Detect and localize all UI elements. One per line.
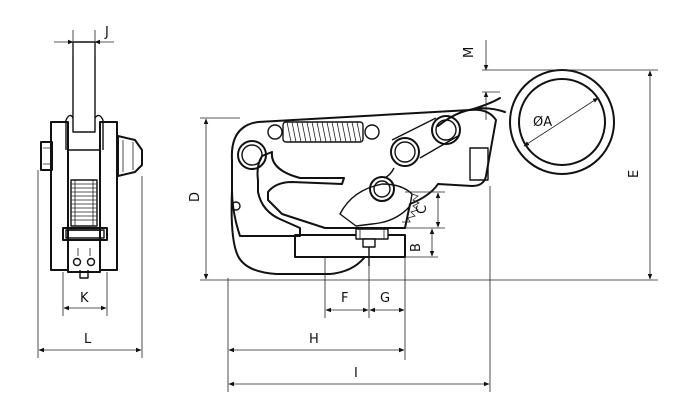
side-view bbox=[40, 41, 143, 279]
hatched-pin-left bbox=[237, 140, 267, 170]
tension-spring bbox=[267, 121, 380, 143]
hatched-pin-cam bbox=[390, 137, 420, 167]
dim-label-a: ØA bbox=[533, 115, 552, 130]
body-hole bbox=[231, 201, 241, 211]
side-right-hex-nut bbox=[117, 135, 143, 177]
side-cam-teeth bbox=[70, 179, 98, 227]
dim-label-e: E bbox=[627, 170, 642, 178]
toothed-cam bbox=[339, 183, 413, 227]
side-dimensions: J K L bbox=[37, 25, 143, 358]
plate-section bbox=[294, 234, 406, 258]
side-eye-shank bbox=[72, 41, 96, 133]
hatched-pin-lower bbox=[369, 176, 395, 202]
clamp-body-outline bbox=[230, 108, 497, 237]
side-left-bolt-head bbox=[40, 141, 53, 171]
hatched-pin-eye bbox=[431, 115, 461, 145]
jaw-insert bbox=[469, 147, 489, 181]
dim-label-j: J bbox=[104, 25, 109, 40]
dim-label-c: C bbox=[415, 205, 430, 214]
dim-label-d: D bbox=[188, 192, 203, 202]
side-eye-plates bbox=[65, 114, 104, 150]
side-plate-section bbox=[62, 227, 108, 241]
dim-label-g: G bbox=[380, 291, 390, 306]
dim-label-h: H bbox=[309, 332, 319, 347]
cam-teeth bbox=[402, 193, 420, 223]
dim-label-m: M bbox=[462, 47, 477, 58]
lifting-eye-inner bbox=[518, 78, 606, 166]
lifting-eye-link bbox=[437, 97, 506, 127]
dim-label-l: L bbox=[84, 332, 92, 347]
side-inner-body bbox=[67, 149, 101, 231]
cam-link-arm bbox=[383, 117, 459, 179]
dim-label-i: I bbox=[354, 366, 358, 381]
clamp-lower-jaw bbox=[230, 189, 365, 275]
front-dimensions: D E M ØA C B F G H I bbox=[188, 40, 658, 392]
dim-label-f: F bbox=[341, 291, 348, 306]
side-lower-body bbox=[67, 239, 101, 273]
dim-label-k: K bbox=[80, 291, 89, 306]
dim-label-b: B bbox=[409, 243, 424, 252]
